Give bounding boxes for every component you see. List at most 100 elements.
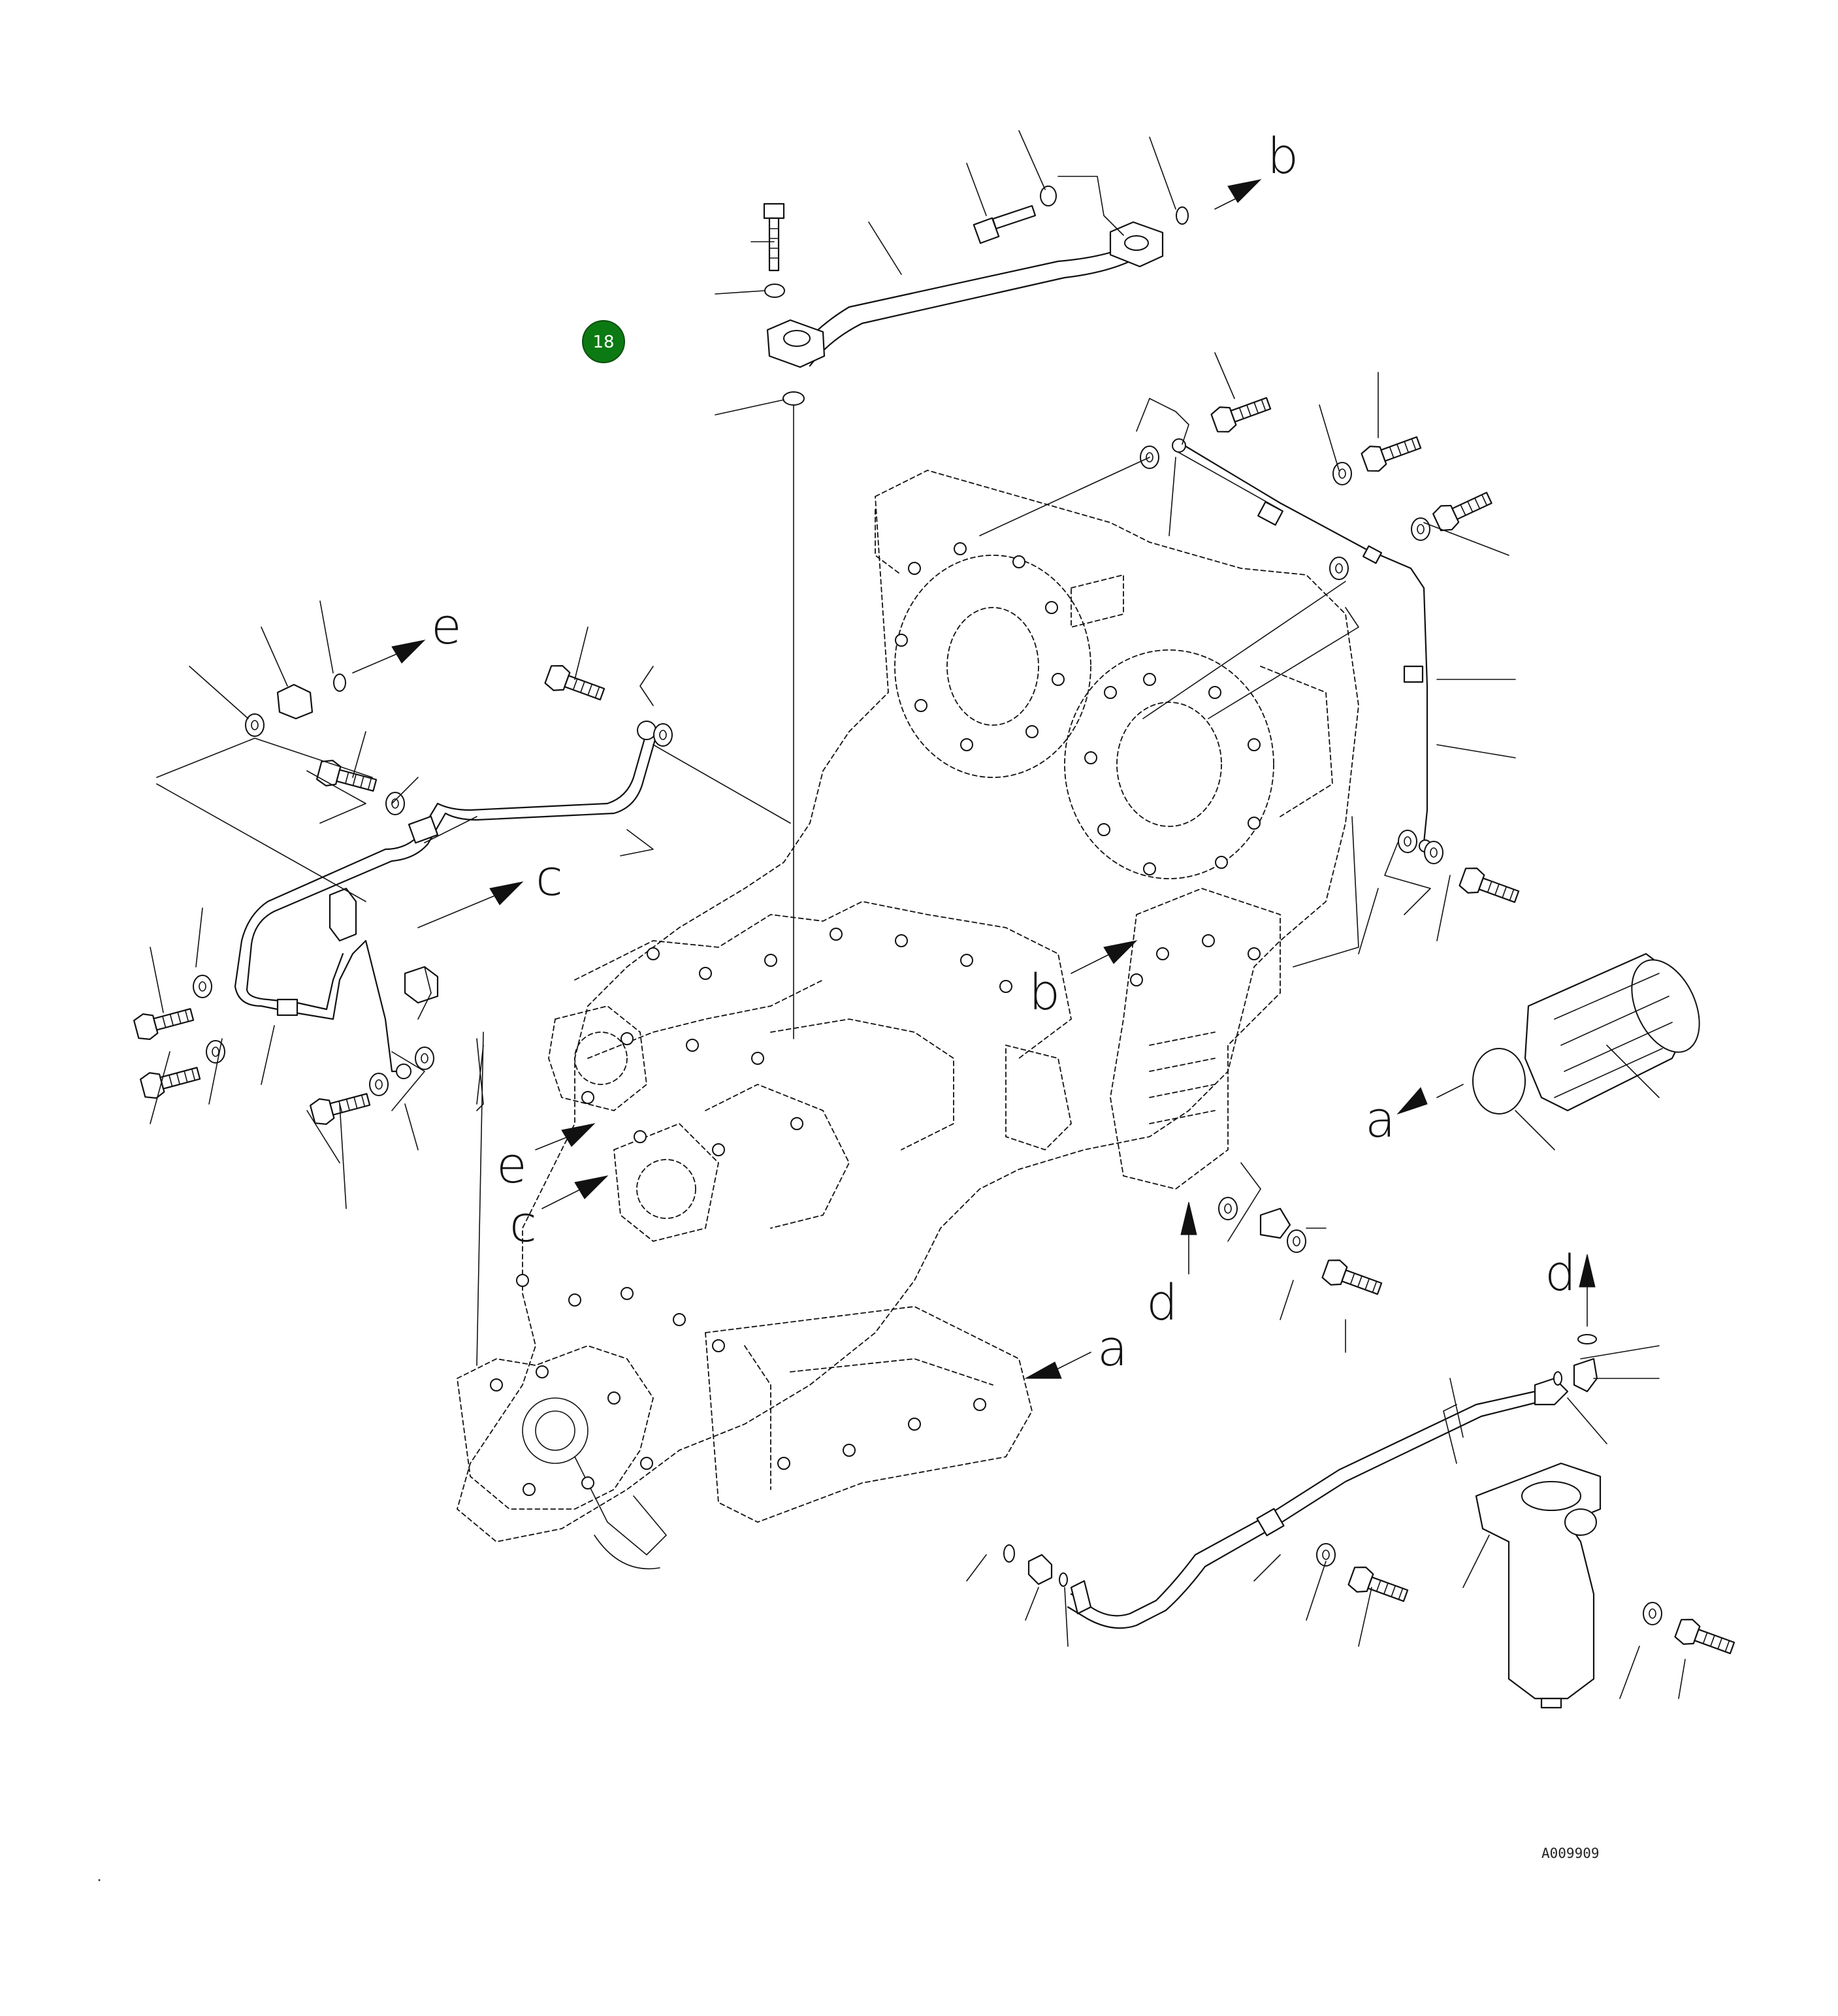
washer-hole — [1224, 1203, 1232, 1214]
housing-bolt-head — [568, 1293, 581, 1307]
top-washer — [764, 284, 785, 298]
housing-bolt-head — [895, 934, 908, 947]
ref-letter-d-mid: d — [1146, 1273, 1178, 1331]
transmission-housing — [456, 470, 1359, 1570]
housing-bolt-head — [895, 634, 908, 647]
housing-bolt-head — [1012, 555, 1025, 568]
housing-bolt-head — [1104, 686, 1117, 699]
washer-icon — [245, 713, 265, 737]
bolt-head — [1361, 446, 1387, 472]
top-right-bolt — [973, 186, 1189, 244]
bolt-shank — [1451, 491, 1492, 520]
ref-letter-c-top: c — [536, 849, 563, 907]
leader-lines — [150, 130, 1686, 1699]
ref-letter-d-right: d — [1545, 1244, 1576, 1302]
housing-bolt-head — [764, 954, 777, 967]
bolt-head — [1459, 868, 1485, 894]
bottom-plugs — [1003, 1544, 1068, 1587]
housing-bolt-head — [1208, 686, 1221, 699]
bolt-icon — [544, 665, 605, 701]
top-oil-pipe — [766, 221, 1164, 368]
bolt-thread — [169, 1068, 196, 1087]
bolt-head — [544, 665, 571, 691]
washer-hole — [1338, 468, 1346, 479]
bolt-shank — [153, 1008, 195, 1031]
housing-bolt-head — [1084, 751, 1097, 764]
bolt-thread — [345, 772, 372, 790]
housing-bolt-head — [621, 1032, 634, 1045]
filter-hose — [1067, 1377, 1569, 1629]
washer-hole — [375, 1079, 383, 1090]
housing-bolt-head — [843, 1444, 856, 1457]
sleeve-icon — [1259, 1207, 1291, 1239]
left-bolts — [133, 665, 673, 1125]
bolt-head — [1347, 1567, 1374, 1593]
housing-bolt-head — [699, 967, 712, 980]
housing-bolts — [490, 542, 1261, 1496]
bolt-thread — [1376, 1580, 1404, 1601]
washer-icon — [193, 975, 212, 998]
housing-bolt-head — [1045, 601, 1058, 614]
washer-hole — [1146, 452, 1153, 463]
ref-letter-b-mid: b — [1029, 963, 1060, 1021]
housing-bolt-head — [536, 1365, 549, 1378]
washer-icon — [1398, 830, 1417, 853]
housing-bolt-head — [712, 1143, 725, 1156]
housing-bolt-head — [960, 738, 973, 751]
bolt-thread — [1460, 494, 1488, 516]
lower-bolts — [1218, 1197, 1735, 1655]
housing-bolt-head — [673, 1313, 686, 1326]
bolt-head — [1674, 1619, 1701, 1645]
housing-bolt-head — [1143, 673, 1156, 686]
housing-bolt-head — [1156, 947, 1169, 960]
oil-filter-element — [1472, 952, 1700, 1114]
washer-icon — [1643, 1602, 1662, 1625]
stray-dot — [98, 1879, 101, 1881]
spacer-icon — [404, 966, 439, 1004]
washer-hole — [1649, 1608, 1656, 1619]
housing-bolt-head — [1025, 725, 1039, 738]
top-bolt-vertical — [763, 203, 785, 272]
housing-bolt-head — [914, 699, 927, 712]
washer-icon — [206, 1040, 225, 1064]
washer-icon — [1411, 517, 1430, 541]
washer-hole — [659, 730, 667, 740]
washer-hole — [1322, 1550, 1330, 1560]
bolt-icon — [1210, 397, 1272, 432]
washer-icon — [1329, 557, 1349, 580]
callout-number: 18 — [592, 333, 614, 352]
bolt-thread — [162, 1009, 189, 1028]
bolt-shank — [1380, 436, 1422, 462]
ref-letter-b-top: b — [1267, 127, 1298, 185]
housing-bolt-head — [830, 928, 843, 941]
washer-hole — [1293, 1236, 1300, 1246]
bolt-shank — [1341, 1269, 1383, 1295]
top-left-adapter — [276, 674, 346, 720]
housing-bolt-head — [751, 1052, 764, 1065]
callout-badge[interactable]: 18 — [582, 320, 625, 363]
washer-icon — [369, 1073, 389, 1096]
housing-bolt-head — [777, 1457, 790, 1470]
housing-bolt-head — [1130, 973, 1143, 986]
bolt-icon — [1321, 1260, 1383, 1295]
housing-bolt-head — [621, 1287, 634, 1300]
washer-icon — [415, 1047, 434, 1070]
washer-hole — [1417, 524, 1425, 534]
housing-bolt-head — [640, 1457, 653, 1470]
housing-bolt-head — [647, 947, 660, 960]
washer-hole — [251, 720, 259, 730]
bolt-thread — [1349, 1273, 1378, 1293]
washer-hole — [212, 1047, 219, 1057]
bolt-head — [133, 1013, 159, 1040]
ref-letter-a-right: a — [1365, 1090, 1396, 1148]
housing-bolt-head — [1202, 934, 1215, 947]
housing-bolt-head — [634, 1130, 647, 1143]
washer-icon — [1316, 1543, 1336, 1567]
washer-icon — [653, 723, 673, 747]
bolt-shank — [564, 675, 605, 701]
housing-bolt-head — [1097, 823, 1110, 836]
housing-bolt-head — [908, 1418, 921, 1431]
bolt-shank — [1694, 1629, 1735, 1655]
